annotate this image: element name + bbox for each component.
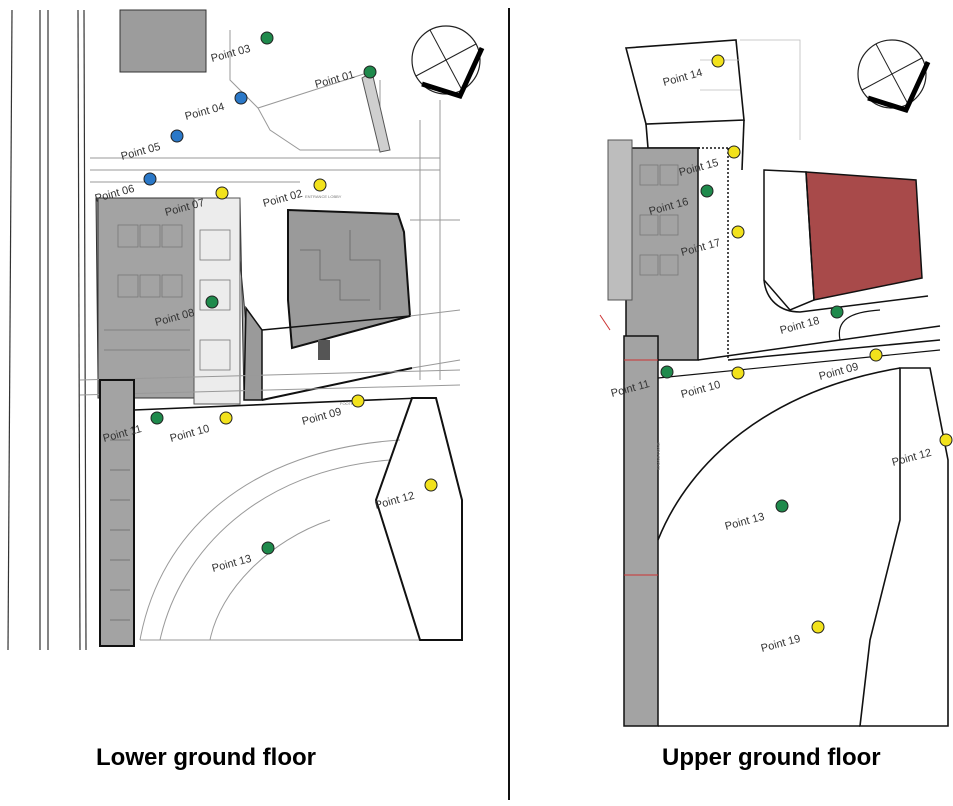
oval-curve (657, 367, 901, 541)
lower-marker-point-09: Point 09 (301, 394, 365, 428)
svg-text:GRANDSTAND: GRANDSTAND (656, 442, 661, 470)
lower-ground-floor-caption: Lower ground floor (96, 744, 316, 771)
survey-point-dot (215, 186, 229, 200)
red-building-forecourt (763, 169, 815, 311)
svg-text:FOOTPATH: FOOTPATH (340, 401, 361, 406)
west-building-wing (97, 197, 195, 399)
survey-point-dot (170, 129, 184, 143)
central-building (287, 208, 412, 350)
central-building-interior (300, 230, 381, 310)
survey-point-dot (351, 394, 365, 408)
upper-marker-point-14: Point 14 (662, 54, 725, 89)
red-building (805, 171, 923, 301)
survey-point-dot (939, 433, 953, 447)
lower-marker-point-13: Point 13 (211, 541, 275, 575)
left-boundary-lines (7, 9, 87, 651)
survey-point-label: Point 04 (184, 101, 226, 123)
upper-marker-point-13: Point 13 (724, 499, 789, 533)
survey-point-dot (363, 65, 377, 79)
svg-text:ENTRANCE LOBBY: ENTRANCE LOBBY (305, 194, 342, 199)
upper-ground-floor-caption: Upper ground floor (662, 744, 881, 771)
survey-point-label: Point 02 (262, 188, 304, 210)
panel-divider (508, 8, 510, 800)
survey-point-dot (731, 366, 745, 380)
survey-point-dot (711, 54, 725, 68)
survey-point-dot (313, 178, 327, 192)
survey-point-dot (150, 411, 164, 425)
survey-point-dot (219, 411, 233, 425)
survey-point-label: Point 19 (760, 633, 802, 655)
survey-point-dot (700, 184, 714, 198)
survey-point-label: Point 09 (301, 406, 343, 428)
top-building-block (119, 9, 207, 73)
survey-point-label: Point 09 (818, 361, 860, 383)
sports-oval (139, 439, 460, 641)
survey-point-dot (260, 31, 274, 45)
road-north-edge (763, 279, 929, 313)
survey-point-dot (205, 295, 219, 309)
west-strip-building (99, 379, 135, 647)
survey-point-label: Point 13 (724, 511, 766, 533)
survey-point-label: Point 05 (120, 141, 162, 163)
lower-marker-point-10: Point 10 (169, 411, 233, 445)
west-annex (607, 139, 633, 301)
survey-point-label: Point 10 (680, 379, 722, 401)
upper-marker-point-19: Point 19 (760, 620, 825, 655)
stair-marker (318, 340, 330, 360)
east-wedge-area (374, 397, 463, 641)
survey-point-label: Point 13 (211, 553, 253, 575)
upper-ground-floor-plan: GRANDSTAND (599, 39, 949, 727)
survey-point-dot (727, 145, 741, 159)
north-arrow-right (857, 39, 931, 114)
north-arrow-left (411, 25, 485, 100)
survey-point-dot (731, 225, 745, 239)
upper-site-outlines (90, 30, 441, 380)
interior-lines (104, 224, 231, 371)
survey-point-dot (775, 499, 789, 513)
north-faint-lines (700, 39, 801, 140)
survey-point-dot (660, 365, 674, 379)
survey-point-label: Point 10 (169, 423, 211, 445)
survey-point-label: Point 12 (374, 490, 416, 512)
survey-point-label: Point 14 (662, 67, 704, 89)
east-site-lines (79, 219, 461, 396)
wedge-building (243, 305, 263, 401)
lower-marker-point-03: Point 03 (210, 31, 274, 65)
strip-subdivisions (110, 439, 130, 621)
survey-point-dot (424, 478, 438, 492)
road-south-edge (697, 325, 941, 361)
survey-point-dot (869, 348, 883, 362)
west-strip-building (623, 335, 659, 727)
survey-point-dot (811, 620, 825, 634)
ramp-strip (361, 71, 391, 153)
survey-point-dot (143, 172, 157, 186)
west-grey-building (625, 147, 699, 361)
survey-point-label: Point 03 (210, 43, 252, 65)
east-wedge (859, 367, 949, 727)
grey-building-interior (639, 164, 679, 276)
lower-marker-point-04: Point 04 (184, 91, 248, 123)
survey-point-label: Point 12 (891, 447, 933, 469)
survey-point-dot (830, 305, 844, 319)
upper-marker-point-09: Point 09 (818, 348, 883, 383)
lower-ground-floor-plan: ENTRANCE LOBBY FOOTPATH (7, 9, 463, 651)
survey-point-dot (234, 91, 248, 105)
survey-point-label: Point 18 (779, 315, 821, 337)
survey-point-label: Point 01 (314, 69, 356, 91)
lower-marker-point-12: Point 12 (374, 478, 438, 512)
survey-point-dot (261, 541, 275, 555)
